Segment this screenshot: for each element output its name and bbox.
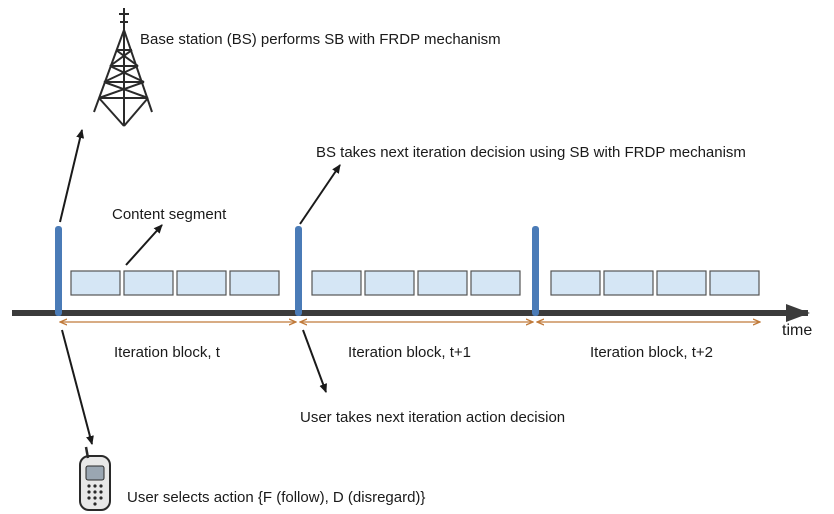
base-station-label: Base station (BS) performs SB with FRDP … — [140, 31, 501, 48]
content-segment — [70, 270, 121, 296]
bs-next-decision-label: BS takes next iteration decision using S… — [316, 144, 746, 161]
arrow-to-mobile-phone — [61, 329, 94, 445]
iteration-block-label: Iteration block, t — [114, 344, 221, 361]
content-segment — [417, 270, 468, 296]
iteration-boundary-marker — [55, 226, 62, 316]
content-segment-label: Content segment — [112, 206, 227, 223]
arrow-to-base-station — [59, 129, 85, 223]
arrow-to-bs-next-decision — [299, 164, 341, 225]
content-segment — [656, 270, 707, 296]
mobile-phone-icon — [79, 446, 111, 511]
iteration-block-label: Iteration block, t+2 — [590, 344, 713, 361]
content-segment — [123, 270, 174, 296]
block-t-segments — [70, 270, 280, 296]
content-segment — [470, 270, 521, 296]
content-segment — [229, 270, 280, 296]
user-next-decision-label: User takes next iteration action decisio… — [300, 409, 565, 426]
base-station-tower-icon — [93, 8, 153, 127]
content-segment — [176, 270, 227, 296]
content-segment — [364, 270, 415, 296]
content-segment — [709, 270, 760, 296]
user-select-action-label: User selects action {F (follow), D (disr… — [127, 489, 425, 506]
block-t1-segments — [311, 270, 521, 296]
arrow-to-content-segment-label — [125, 224, 163, 266]
content-segment — [603, 270, 654, 296]
time-axis-label: time — [782, 322, 812, 339]
iteration-boundary-marker — [295, 226, 302, 316]
block-t2-segments — [550, 270, 760, 296]
iteration-block-label: Iteration block, t+1 — [348, 344, 471, 361]
iteration-boundary-marker — [532, 226, 539, 316]
content-segment — [550, 270, 601, 296]
arrow-to-user-next-decision — [302, 329, 327, 393]
content-segment — [311, 270, 362, 296]
